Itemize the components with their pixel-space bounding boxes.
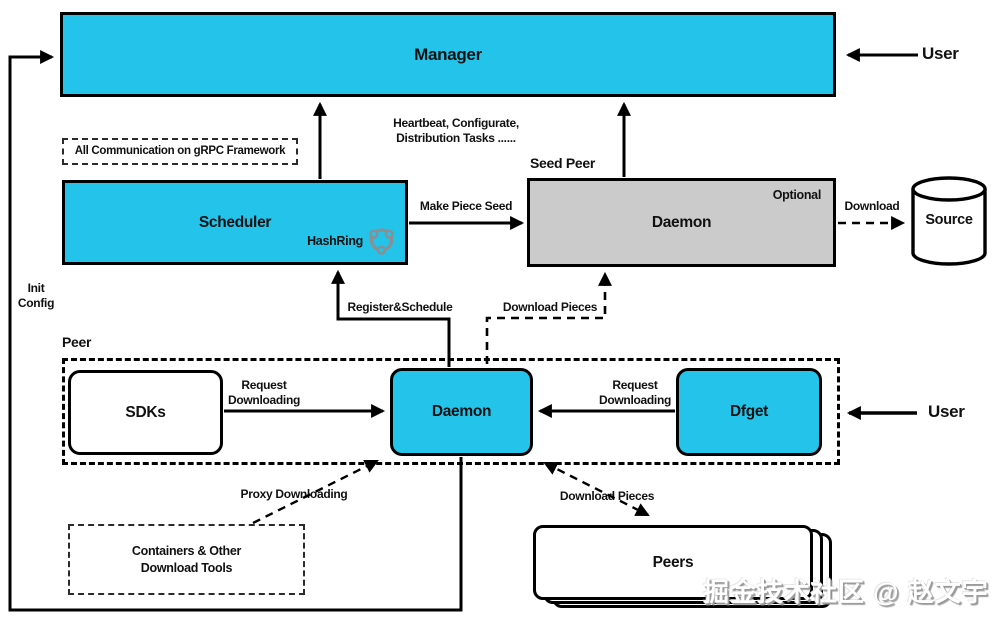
download-pieces-lower-label: Download Pieces [559, 489, 655, 503]
seed-daemon-label: Daemon [651, 213, 712, 231]
init-config-line2: Config [17, 296, 55, 311]
source-node: Source [908, 174, 990, 270]
manager-node: Manager [60, 12, 836, 97]
edge-register-schedule [331, 269, 451, 367]
containers-label-line2: Download Tools [140, 560, 233, 575]
peers-node: Peers [533, 525, 832, 608]
seed-peer-group-label: Seed Peer [530, 155, 596, 171]
hashring-label: HashRing [307, 233, 363, 248]
hashring-icon [369, 228, 394, 255]
dfget-node: Dfget [676, 368, 822, 456]
sdks-label: SDKs [125, 403, 166, 421]
peer-daemon-label: Daemon [431, 403, 492, 420]
scheduler-node: Scheduler HashRing [62, 180, 408, 265]
peer-daemon-node: Daemon [390, 368, 533, 456]
hashring-badge: HashRing [307, 225, 395, 256]
download-label: Download [844, 199, 900, 213]
peers-main-box: Peers [533, 525, 813, 600]
user-top-label: User [922, 44, 959, 63]
scheduler-label: Scheduler [198, 213, 272, 231]
heartbeat-label: Heartbeat, Configurate, Distribution Tas… [393, 116, 519, 147]
init-config-line1: Init [27, 281, 45, 295]
request-downloading-left-label: Request Downloading [228, 378, 300, 409]
request-downloading-left-line2: Downloading [227, 393, 301, 408]
manager-label: Manager [414, 44, 482, 64]
source-label: Source [925, 212, 973, 228]
sdks-node: SDKs [68, 370, 223, 455]
user-right-label: User [928, 402, 965, 421]
heartbeat-label-line2: Distribution Tasks ...... [396, 131, 516, 146]
peer-group-label: Peer [62, 334, 92, 350]
watermark: 掘金技术社区 @ 赵文宇 [703, 577, 989, 607]
proxy-downloading-label: Proxy Downloading [240, 487, 348, 501]
edge-download-pieces-upper [485, 271, 612, 364]
seed-optional-tag: Optional [772, 188, 822, 202]
register-schedule-label: Register&Schedule [347, 300, 453, 314]
peers-label: Peers [652, 553, 694, 571]
database-cylinder-icon [911, 176, 987, 266]
init-config-label: Init Config [18, 281, 54, 312]
request-downloading-right-line2: Downloading [598, 393, 672, 408]
make-piece-seed-label: Make Piece Seed [419, 199, 513, 213]
dfget-label: Dfget [729, 403, 769, 420]
grpc-note-label: All Communication on gRPC Framework [74, 144, 286, 157]
grpc-note: All Communication on gRPC Framework [62, 138, 298, 165]
seed-daemon-node: Optional Daemon [527, 178, 836, 267]
request-downloading-right-line1: Request [612, 378, 658, 392]
containers-node: Containers & Other Download Tools [68, 524, 305, 595]
download-pieces-upper-label: Download Pieces [502, 300, 598, 314]
heartbeat-label-line1: Heartbeat, Configurate, [393, 116, 519, 130]
containers-label-line1: Containers & Other [131, 543, 242, 558]
containers-label: Containers & Other Download Tools [131, 543, 242, 577]
request-downloading-right-label: Request Downloading [599, 378, 671, 409]
request-downloading-left-line1: Request [241, 378, 287, 392]
